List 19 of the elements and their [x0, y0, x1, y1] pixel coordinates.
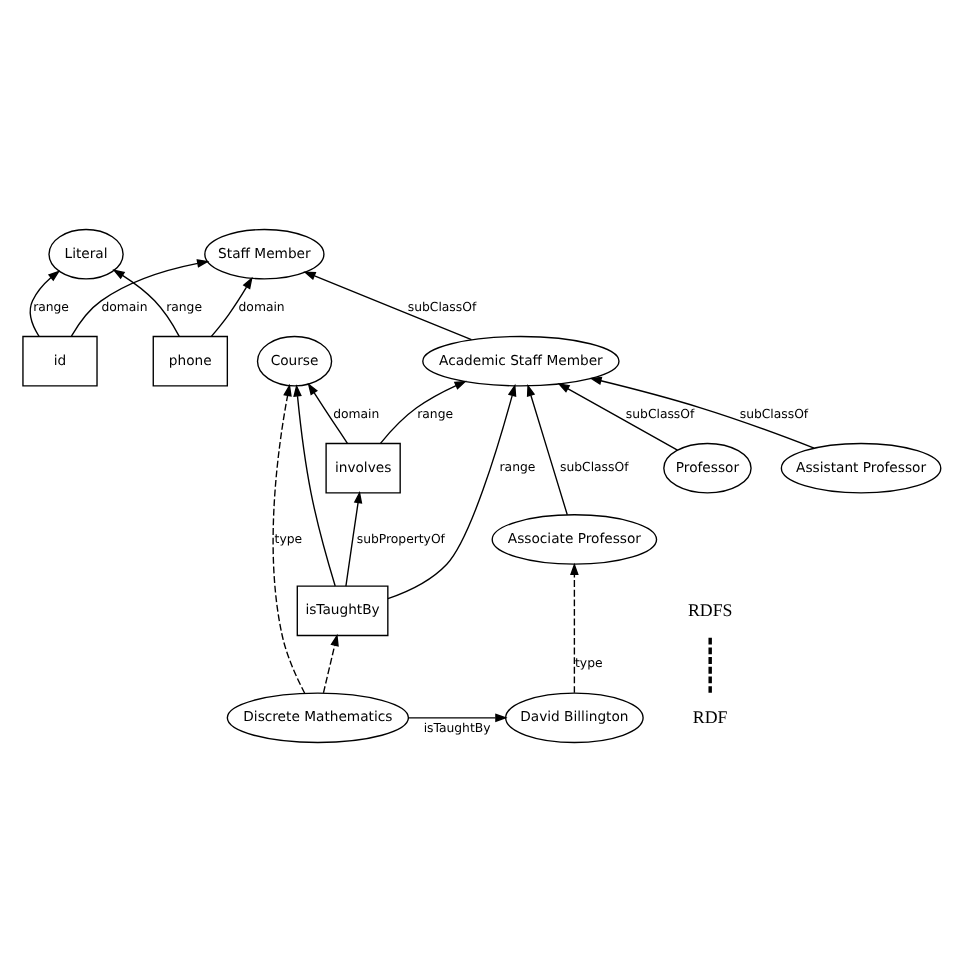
- arrow: [379, 380, 467, 444]
- arrow: [70, 259, 210, 337]
- arrow: [112, 269, 180, 337]
- arrow: [307, 382, 349, 445]
- arrow: [408, 713, 508, 723]
- arrow: [322, 633, 339, 694]
- arrow: [272, 383, 306, 694]
- label: RDFS: [687, 599, 733, 620]
- arrow: [29, 270, 61, 337]
- arrow: [589, 376, 815, 449]
- arrow: [387, 383, 517, 600]
- label: RDF: [692, 706, 728, 727]
- arrow: [345, 490, 363, 587]
- arrow: [303, 271, 473, 341]
- arrow: [557, 382, 679, 451]
- arrow: [570, 562, 579, 694]
- arrow: [526, 383, 568, 516]
- arrow: [293, 384, 336, 587]
- arrow: [210, 276, 253, 338]
